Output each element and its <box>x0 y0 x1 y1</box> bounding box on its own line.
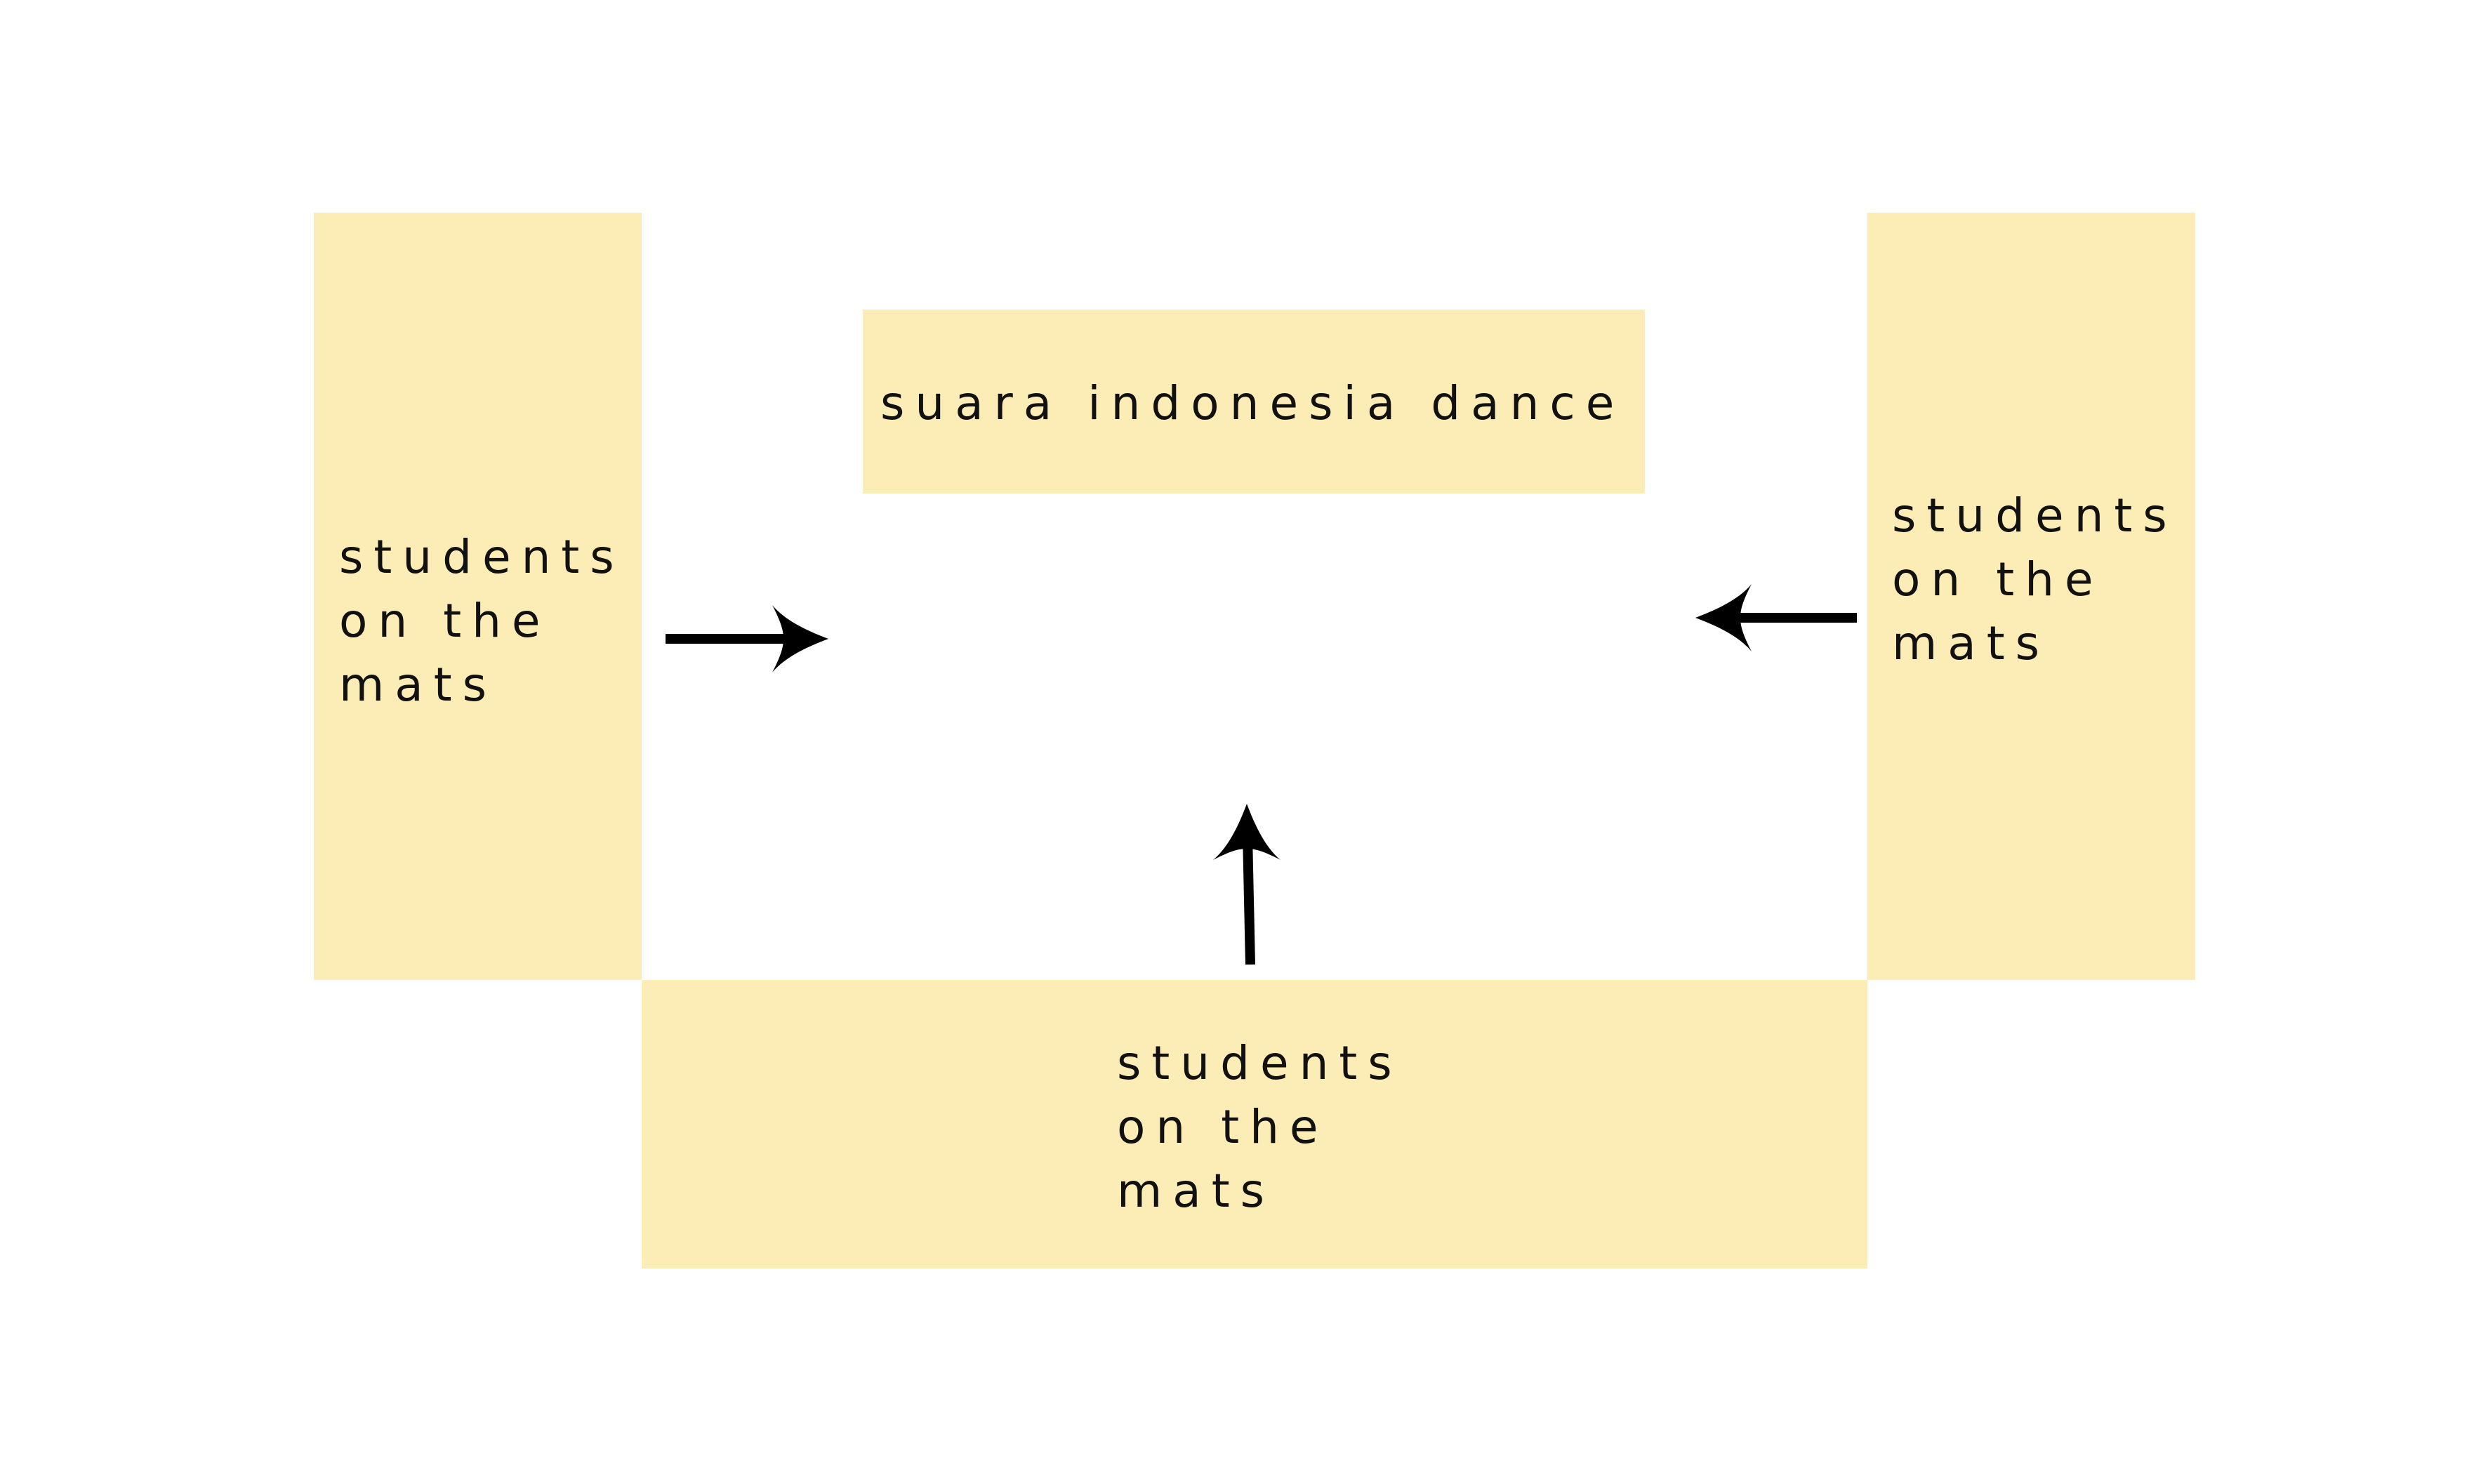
right-mat-label-line-2: on the <box>1892 552 2104 607</box>
arrow-left-icon <box>1695 584 1857 651</box>
bottom-mat-label-line-3: mats <box>1117 1164 1275 1218</box>
arrow-right-icon <box>666 605 828 673</box>
left-mat-area <box>314 213 642 980</box>
left-mat-label-line-1: students <box>339 530 625 584</box>
right-mat-area <box>1867 213 2195 980</box>
dance-stage-label-text: suara indonesia dance <box>880 376 1625 430</box>
bottom-mat-area <box>642 980 1867 1268</box>
left-mat-label: students on the mats <box>339 525 625 717</box>
bottom-mat-label: students on the mats <box>1117 1031 1403 1223</box>
right-mat-label-line-1: students <box>1892 489 2178 543</box>
left-mat-label-line-2: on the <box>339 594 551 648</box>
right-mat-label: students on the mats <box>1892 484 2178 675</box>
dance-stage-label: suara indonesia dance <box>880 372 1625 435</box>
dance-stage-box <box>863 310 1645 493</box>
arrow-up-icon <box>1213 804 1281 965</box>
bottom-mat-label-line-1: students <box>1117 1036 1403 1090</box>
left-mat-label-line-3: mats <box>339 658 497 712</box>
bottom-mat-label-line-2: on the <box>1117 1100 1329 1154</box>
right-mat-label-line-3: mats <box>1892 616 2050 670</box>
